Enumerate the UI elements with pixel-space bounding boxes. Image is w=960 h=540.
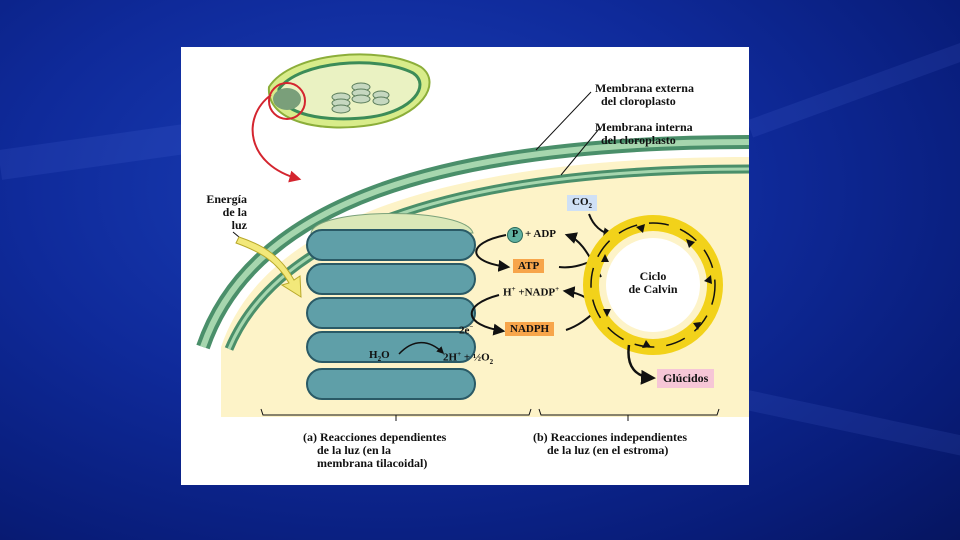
water-arrow	[398, 341, 445, 355]
light-energy-line1: Energía	[206, 192, 247, 206]
light-energy-label: Energía de la luz	[189, 193, 247, 232]
nadp-text: +NADP	[518, 286, 556, 299]
oxygen-text: + ½O	[463, 351, 490, 364]
h-superscript: +	[511, 285, 516, 293]
light-arrow	[235, 236, 302, 298]
background-streak	[746, 31, 960, 138]
h-text: H	[503, 286, 512, 299]
zoom-arrow	[251, 94, 302, 183]
calvin-cycle-label: Ciclo de Calvin	[613, 270, 693, 296]
caption-a-line1: (a) Reacciones dependientes	[303, 430, 447, 444]
caption-a-line2: de la luz (en la	[317, 443, 391, 457]
water-h: H	[369, 349, 378, 361]
outer-membrane-label: Membrana externa del cloroplasto	[595, 82, 694, 108]
caption-b-line2: de la luz (en el estroma)	[547, 443, 669, 457]
grana-stack	[306, 213, 476, 400]
caption-b-line1: (b) Reacciones independientes	[533, 430, 687, 444]
diagram-graphics	[196, 53, 749, 421]
inner-membrane-label-line1: Membrana interna	[595, 120, 693, 134]
co2-subscript: 2	[588, 202, 593, 211]
bracket-b	[538, 408, 720, 421]
calvin-line1: Ciclo	[639, 269, 667, 283]
co2-tag: CO2	[567, 195, 597, 212]
electrons-label: 2e−	[459, 323, 473, 337]
caption-b: (b) Reacciones independientes de la luz …	[533, 431, 687, 457]
adp-label: + ADP	[525, 228, 557, 240]
electrons-superscript: −	[469, 323, 474, 331]
adp-atp-arrow	[475, 234, 511, 272]
h-nadp-label: H+ +NADP+	[503, 285, 559, 299]
water-label: H2O	[369, 349, 390, 363]
phosphate-icon: P	[507, 227, 523, 243]
outer-membrane-label-line2: del cloroplasto	[601, 94, 676, 108]
caption-a: (a) Reacciones dependientes de la luz (e…	[303, 431, 446, 470]
water-o: O	[381, 349, 390, 361]
chloroplast-icon	[267, 53, 431, 129]
protons-text: 2H	[443, 351, 458, 364]
bracket-a	[260, 408, 532, 421]
glucidos-arrow	[627, 344, 656, 385]
nadp-nadph-arrow	[470, 294, 506, 336]
phosphate-text: P	[511, 229, 519, 240]
nadph-tag: NADPH	[505, 322, 555, 336]
atp-tag: ATP	[513, 259, 545, 273]
co2-text: CO	[572, 196, 589, 208]
caption-a-line3: membrana tilacoidal)	[317, 456, 428, 470]
inner-membrane-label-line2: del cloroplasto	[601, 133, 676, 147]
oxygen-subscript: 2	[489, 357, 494, 366]
electrons-text: 2e	[459, 324, 470, 337]
outer-membrane-label-line1: Membrana externa	[595, 81, 694, 95]
light-energy-line3: luz	[231, 218, 247, 232]
nadp-superscript: +	[555, 285, 560, 293]
highlight-circle	[268, 82, 306, 120]
water-subscript: 2	[377, 355, 382, 364]
light-energy-line2: de la	[222, 205, 247, 219]
calvin-cycle-ring	[583, 215, 723, 355]
inner-membrane-label: Membrana interna del cloroplasto	[595, 121, 693, 147]
chloroplast-diagram: Membrana externa del cloroplasto Membran…	[181, 47, 749, 485]
glucidos-tag: Glúcidos	[657, 369, 715, 388]
protons-superscript: +	[457, 350, 462, 358]
calvin-line2: de Calvin	[628, 282, 678, 296]
water-products-label: 2H+ + ½O2	[443, 350, 493, 366]
